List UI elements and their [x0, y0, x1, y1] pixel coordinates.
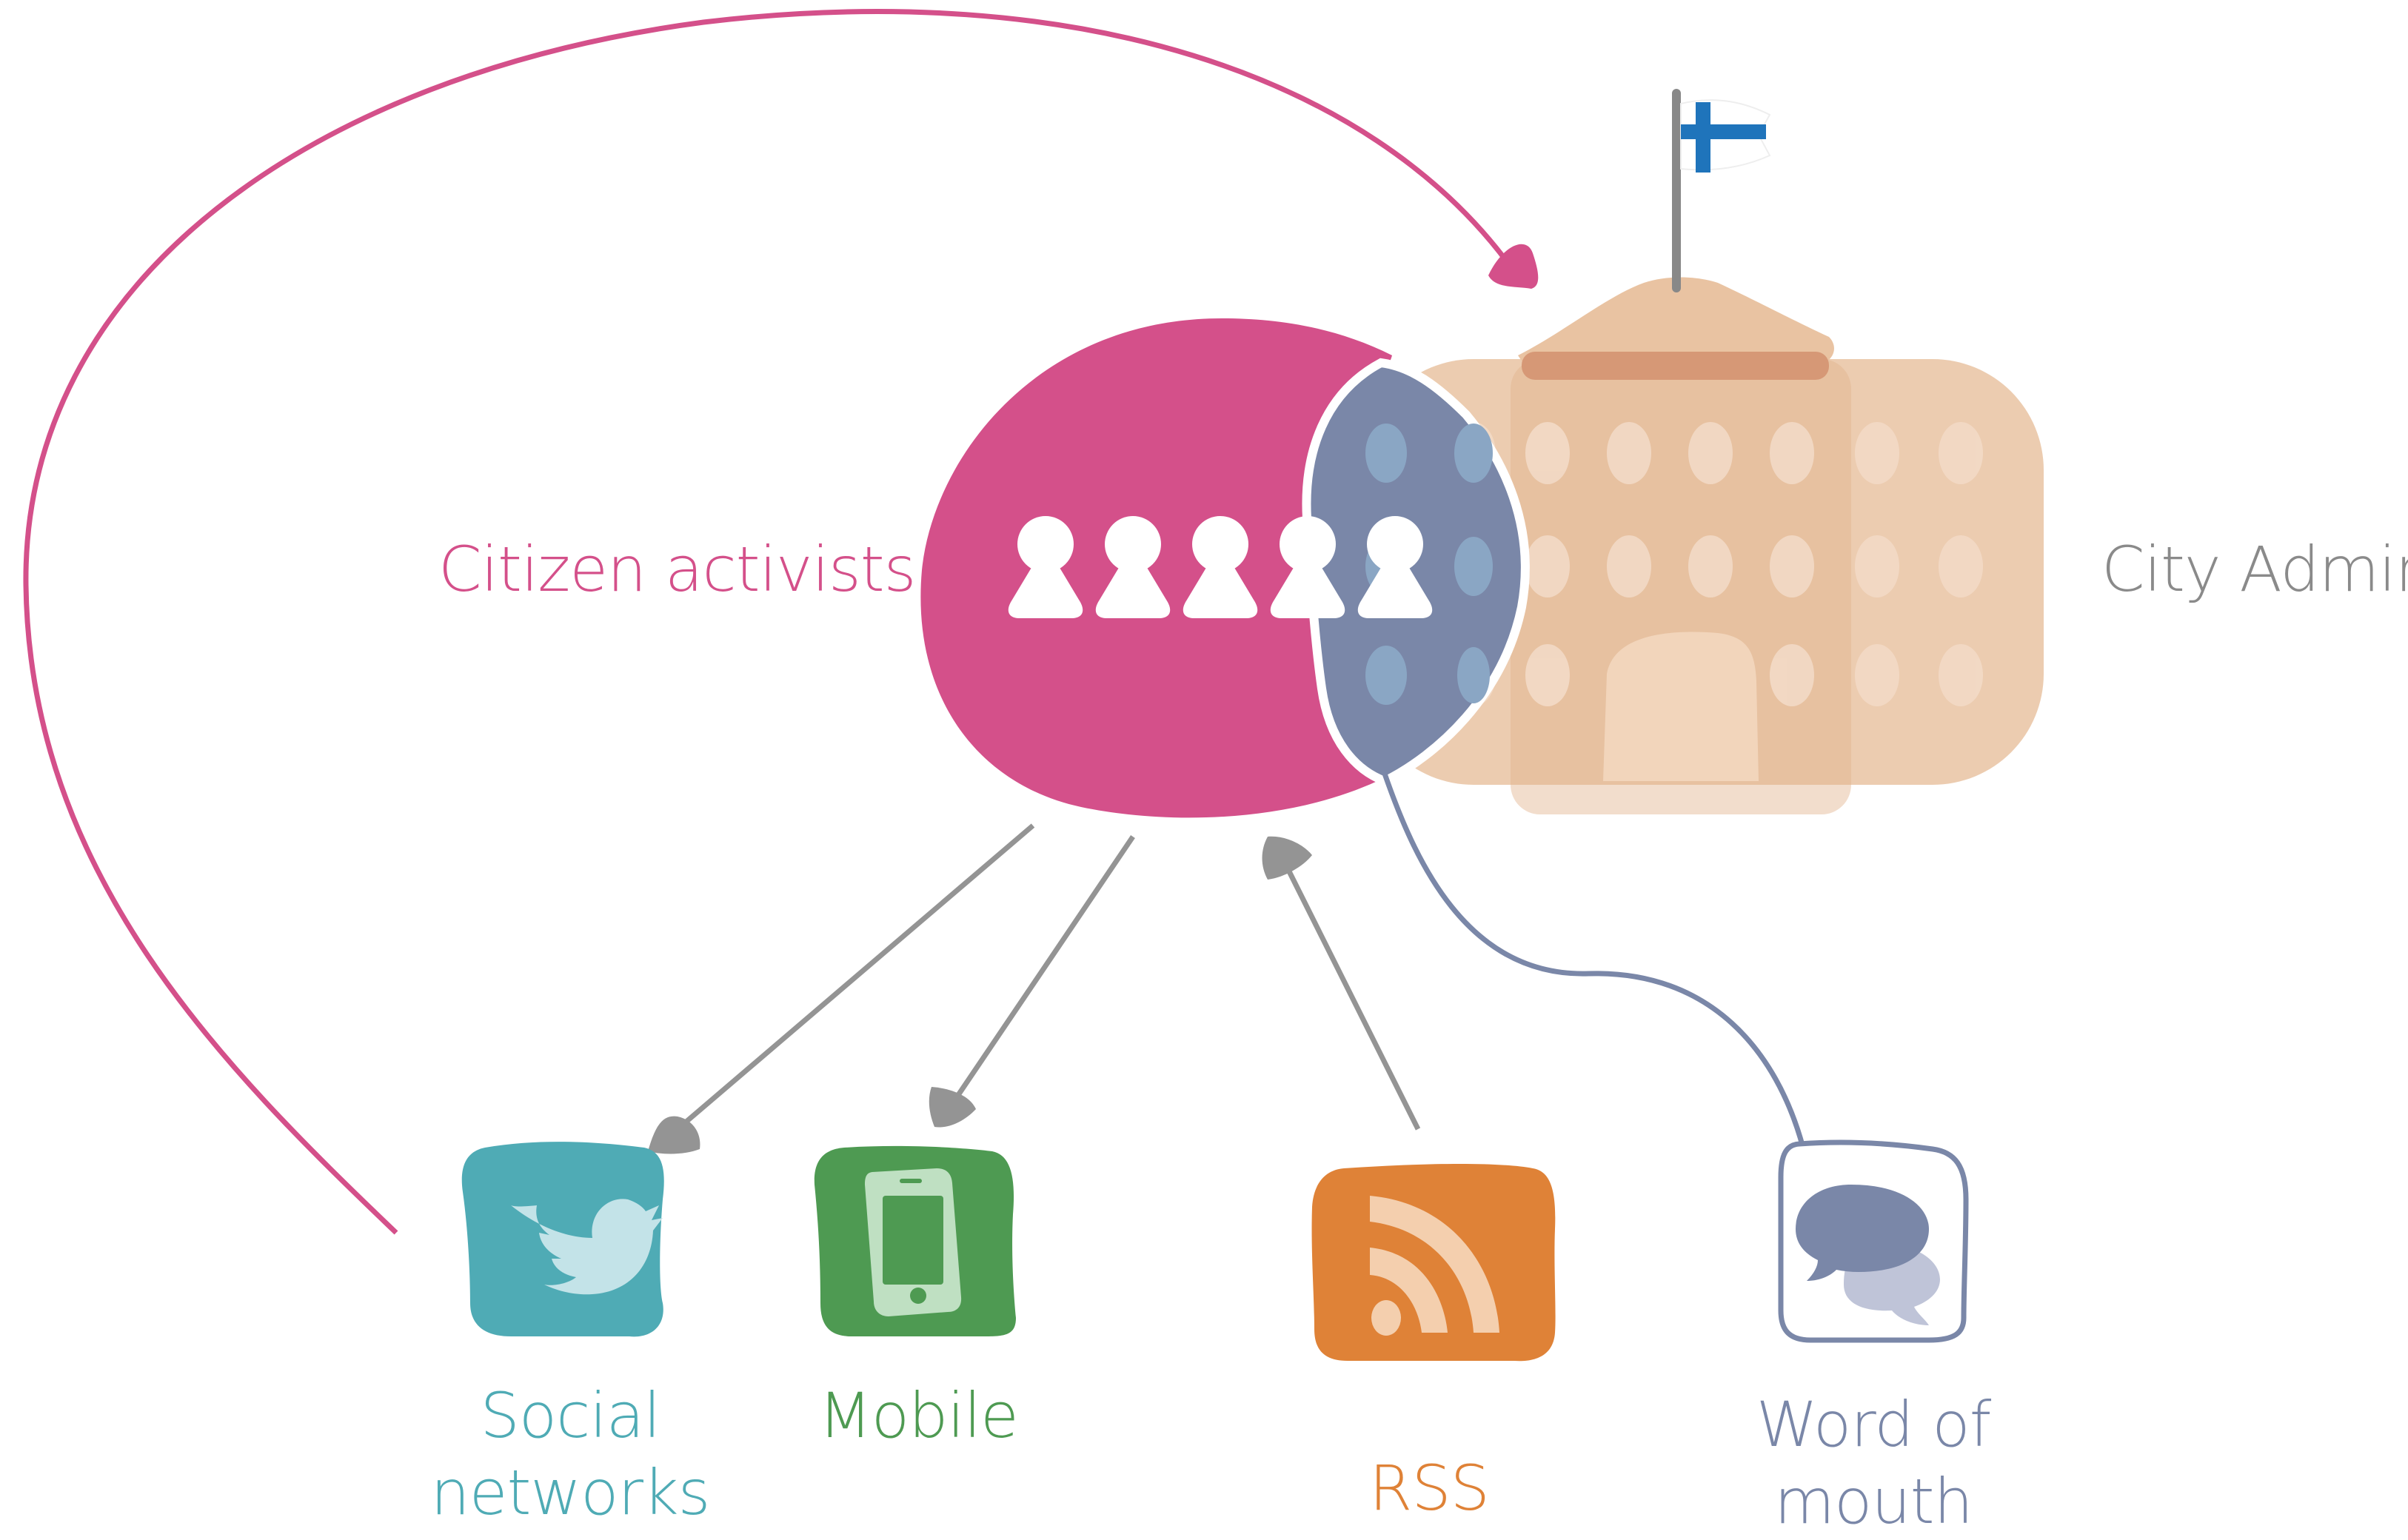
people-icon [1008, 516, 1433, 618]
word-of-mouth-label: Word of mouth [1725, 1386, 2021, 1540]
feedback-arc [23, 9, 1513, 1235]
phone-icon [814, 1145, 1016, 1336]
arrow-to-mobile [929, 835, 1135, 1128]
social-networks-label-line2: networks [430, 1456, 711, 1529]
social-networks-label: Social networks [415, 1377, 726, 1531]
word-of-mouth-label-line1: Word of [1756, 1388, 1992, 1461]
speech-bubbles-icon [1778, 1139, 1969, 1343]
arrow-from-rss [1262, 836, 1421, 1131]
social-networks-label-line1: Social [480, 1379, 660, 1452]
flag-icon [1672, 89, 1771, 292]
rss-label: RSS [1368, 1452, 1490, 1524]
rss-feed-icon [1311, 1164, 1556, 1362]
citizen-activists-bubble [920, 318, 1392, 818]
word-of-mouth-link [1382, 772, 1806, 1148]
citizen-activists-label: Citizen activists [438, 533, 916, 606]
word-of-mouth-label-line2: mouth [1774, 1465, 1973, 1538]
city-admin-label: City Admin [2101, 533, 2408, 606]
feedback-arrowhead [1488, 244, 1539, 289]
mobile-label: Mobile [818, 1379, 1019, 1452]
arrow-to-social [648, 823, 1035, 1154]
twitter-bird-icon [461, 1142, 664, 1337]
